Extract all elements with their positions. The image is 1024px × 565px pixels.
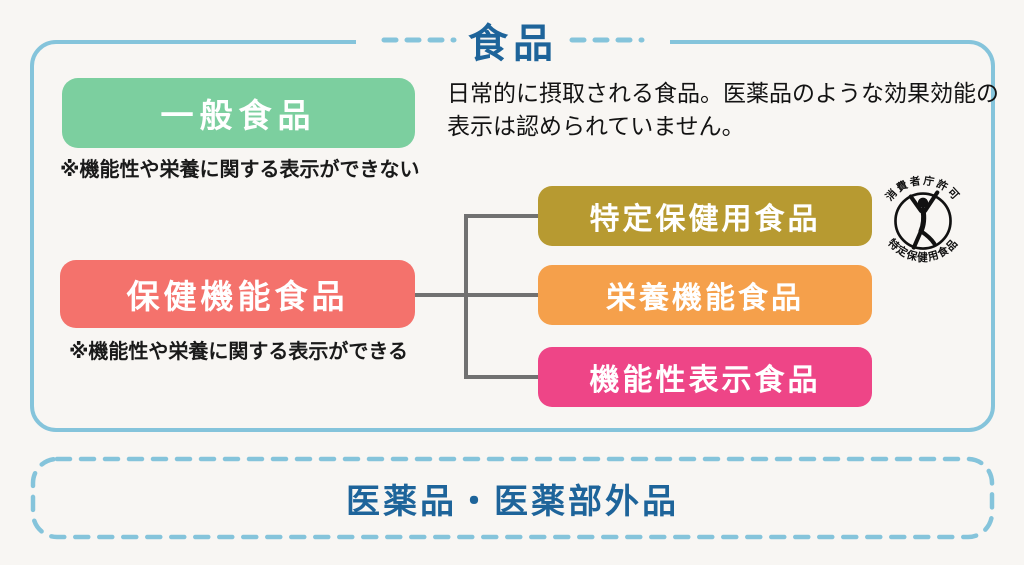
seal-bottom-text: 特定保健用食品 <box>885 236 960 264</box>
pharma-box: 医薬品・医薬部外品 <box>30 456 995 540</box>
general-food-label: 一般食品 <box>160 97 317 134</box>
pharma-label: 医薬品・医薬部外品 <box>346 482 679 521</box>
food-title-strip: 食品 <box>356 12 670 68</box>
tokuho-food-label: 特定保健用食品 <box>589 203 821 236</box>
function-claims-food-box: 機能性表示食品 <box>538 347 872 407</box>
seal-circle <box>894 192 952 250</box>
function-claims-food-label: 機能性表示食品 <box>589 364 821 397</box>
tokuho-seal-icon: 消費者庁許可 特定保健用食品 <box>883 174 961 264</box>
pharma-dashed-border-icon <box>30 456 995 540</box>
nutrition-function-food-box: 栄養機能食品 <box>538 265 872 325</box>
food-title: 食品 <box>468 22 558 66</box>
nutrition-function-food-label: 栄養機能食品 <box>606 282 804 315</box>
dashed-line-right-icon <box>569 37 645 43</box>
tokuho-food-box: 特定保健用食品 <box>538 186 872 246</box>
svg-text:特定保健用食品: 特定保健用食品 <box>885 236 961 264</box>
general-food-note: ※機能性や栄養に関する表示ができない <box>60 159 420 181</box>
seal-person-figure <box>908 190 940 250</box>
connector-stem <box>415 293 468 297</box>
connector-branch-middle <box>464 293 538 297</box>
health-function-food-label: 保健機能食品 <box>126 278 349 315</box>
connector-branch-top <box>464 214 538 218</box>
connector-branch-bottom <box>464 375 538 379</box>
dashed-line-left-icon <box>381 37 457 43</box>
general-food-box: 一般食品 <box>62 78 415 148</box>
health-function-food-note: ※機能性や栄養に関する表示ができる <box>68 341 409 363</box>
health-function-food-box: 保健機能食品 <box>60 260 415 328</box>
food-description: 日常的に摂取される食品。医薬品のような効果効能の表示は認められていません。 <box>447 80 999 139</box>
